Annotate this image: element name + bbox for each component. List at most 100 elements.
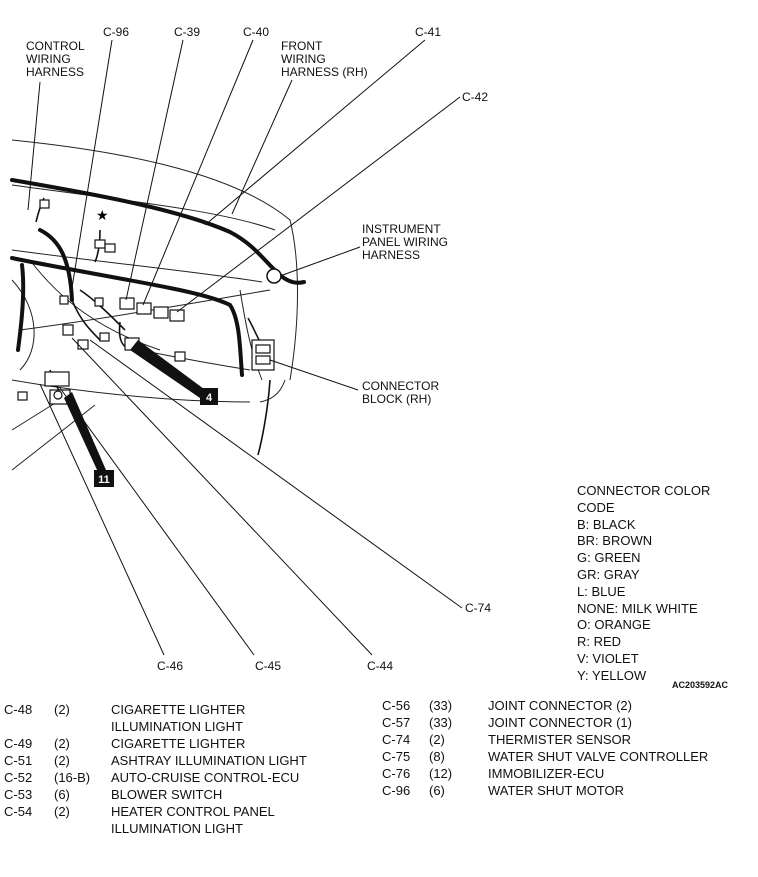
connector-name: ILLUMINATION LIGHT <box>111 719 243 734</box>
connector-id: C-53 <box>4 787 33 802</box>
list-item: C-76 (12) IMMOBILIZER-ECU <box>382 766 752 783</box>
callout-c44: C-44 <box>367 659 393 673</box>
list-item: C-52(16-B)AUTO-CRUISE CONTROL-ECU <box>4 770 344 787</box>
connector-block-rh <box>251 339 275 371</box>
connector-name: ILLUMINATION LIGHT <box>111 821 243 836</box>
list-item: C-96 (6) WATER SHUT MOTOR <box>382 783 752 800</box>
list-item: C-74 (2) THERMISTER SENSOR <box>382 732 752 749</box>
connector-group-center <box>39 199 186 362</box>
list-item: C-48 (2) CIGARETTE LIGHTER <box>4 702 344 719</box>
legend-line: CODE <box>577 499 615 515</box>
connector-pins: (6) <box>54 787 70 802</box>
label-control-wiring-harness: CONTROL WIRING HARNESS <box>26 39 85 79</box>
connector-pins: (2) <box>54 804 70 819</box>
svg-text:PANEL WIRING: PANEL WIRING <box>362 235 448 249</box>
callout-c74: C-74 <box>465 601 491 615</box>
list-item: C-57 (33) JOINT CONNECTOR (1) <box>382 715 752 732</box>
connector-id: C-96 <box>382 783 411 798</box>
connector-pins: (2) <box>54 702 70 717</box>
connector-pins: (33) <box>429 715 453 730</box>
pointer-wedge-11 <box>64 392 106 472</box>
list-item: C-75 (8) WATER SHUT VALVE CONTROLLER <box>382 749 752 766</box>
callout-c96: C-96 <box>103 25 129 39</box>
connector-pins: (2) <box>429 732 445 747</box>
legend-line: R: RED <box>577 634 622 650</box>
dashboard-outline <box>11 139 298 471</box>
legend-line: L: BLUE <box>577 583 626 599</box>
star-marker: ★ <box>96 208 109 224</box>
connector-pins: (16-B) <box>54 770 91 785</box>
connector-id: C-54 <box>4 804 33 819</box>
leader-lines <box>27 39 463 656</box>
list-item: C-53 (6) BLOWER SWITCH <box>4 787 344 804</box>
connector-id: C-57 <box>382 715 411 730</box>
legend-line: GR: GRAY <box>577 566 640 582</box>
connector-pins: (8) <box>429 749 445 764</box>
main-harness <box>10 178 306 377</box>
connector-name: THERMISTER SENSOR <box>488 732 632 747</box>
badge-11-box <box>94 470 114 487</box>
connector-name: HEATER CONTROL PANEL <box>111 804 275 819</box>
svg-text:INSTRUMENT: INSTRUMENT <box>362 222 441 236</box>
color-code-legend: CONNECTOR COLOR CODE B: BLACK BR: BROWN … <box>577 483 710 685</box>
callout-c42: C-42 <box>462 90 488 104</box>
connector-name: WATER SHUT MOTOR <box>488 783 625 798</box>
badge-4: 4 <box>206 392 213 404</box>
legend-line: G: GREEN <box>577 550 641 566</box>
legend-line: Y: YELLOW <box>577 667 647 683</box>
connector-name: CIGARETTE LIGHTER <box>111 702 246 717</box>
svg-text:BLOCK (RH): BLOCK (RH) <box>362 392 431 406</box>
connector-pins: (12) <box>429 766 453 781</box>
callout-c40: C-40 <box>243 25 269 39</box>
connector-list-right: C-56 (33) JOINT CONNECTOR (2) C-57 (33) JOIN… <box>382 698 752 800</box>
grommet <box>266 268 282 284</box>
callout-c39: C-39 <box>174 25 200 39</box>
list-item: C-51 (2) ASHTRAY ILLUMINATION LIGHT <box>4 753 344 770</box>
badge-4-box <box>200 388 218 405</box>
svg-text:HARNESS: HARNESS <box>362 248 420 262</box>
connector-name: ASHTRAY ILLUMINATION LIGHT <box>111 753 307 768</box>
svg-text:CONTROL: CONTROL <box>26 39 85 53</box>
connector-pins: (2) <box>54 736 70 751</box>
connector-id: C-51 <box>4 753 33 768</box>
legend-line: CONNECTOR COLOR <box>577 483 711 498</box>
label-front-wiring-harness: FRONT WIRING HARNESS (RH) <box>281 39 368 79</box>
connector-name: JOINT CONNECTOR (1) <box>488 715 632 730</box>
svg-text:CONNECTOR: CONNECTOR <box>362 379 439 393</box>
connector-name: AUTO-CRUISE CONTROL-ECU <box>111 770 300 785</box>
svg-text:WIRING: WIRING <box>26 52 71 66</box>
connector-pins: (2) <box>54 753 70 768</box>
connector-id: C-76 <box>382 766 411 781</box>
callout-c45: C-45 <box>255 659 281 673</box>
connector-pins: (6) <box>429 783 445 798</box>
svg-text:HARNESS (RH): HARNESS (RH) <box>281 65 368 79</box>
legend-line: V: VIOLET <box>577 650 639 666</box>
connector-name: WATER SHUT VALVE CONTROLLER <box>488 749 709 764</box>
connector-pins: (33) <box>429 698 453 713</box>
list-item: C-56 (33) JOINT CONNECTOR (2) <box>382 698 752 715</box>
connector-list-left: C-48 (2) CIGARETTE LIGHTER ILLUMINATION LI… <box>4 702 344 838</box>
connector-name: BLOWER SWITCH <box>111 787 223 802</box>
list-item: ILLUMINATION LIGHT <box>4 719 344 736</box>
connector-id: C-75 <box>382 749 411 764</box>
connector-id: C-48 <box>4 702 33 717</box>
connector-name: IMMOBILIZER-ECU <box>488 766 605 781</box>
svg-text:FRONT: FRONT <box>281 39 323 53</box>
callout-c46: C-46 <box>157 659 183 673</box>
svg-text:HARNESS: HARNESS <box>26 65 84 79</box>
svg-text:WIRING: WIRING <box>281 52 326 66</box>
legend-line: O: ORANGE <box>577 617 651 633</box>
list-item: C-49(2)CIGARETTE LIGHTER <box>4 736 344 753</box>
connector-name: JOINT CONNECTOR (2) <box>488 698 632 713</box>
label-instrument-panel-harness: INSTRUMENT PANEL WIRING HARNESS <box>362 222 448 262</box>
connector-id: C-74 <box>382 732 411 747</box>
connector-id: C-56 <box>382 698 411 713</box>
figure-code: AC203592AC <box>672 680 729 690</box>
list-item: ILLUMINATION LIGHT <box>4 821 344 838</box>
badge-11: 11 <box>98 474 110 486</box>
lower-left-connectors <box>17 371 71 405</box>
callout-c41: C-41 <box>415 25 441 39</box>
legend-line: NONE: MILK WHITE <box>577 600 698 616</box>
pointer-wedge-4 <box>130 340 208 398</box>
